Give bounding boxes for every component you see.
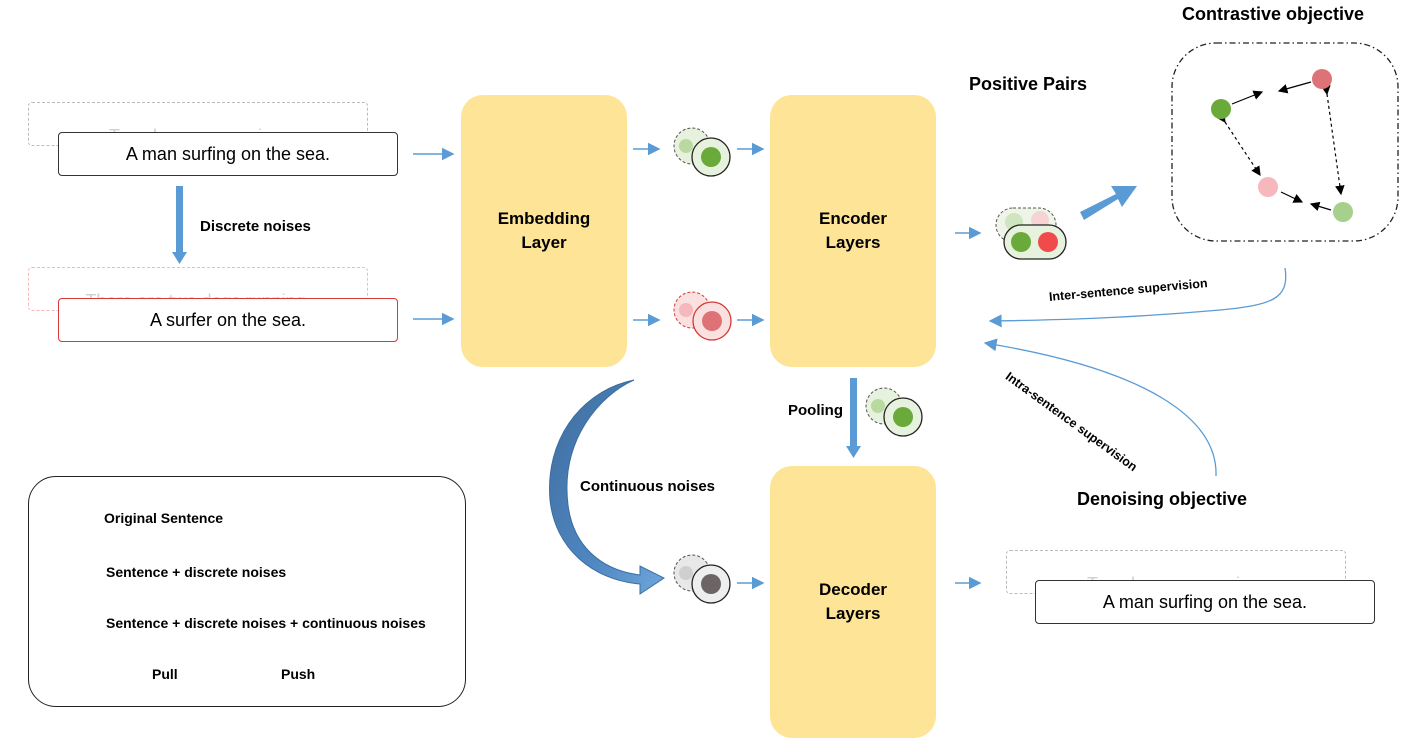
noisy-sentence-text: A surfer on the sea. — [149, 309, 307, 330]
embedding-original-token — [673, 127, 731, 177]
contrastive-objective-label: Contrastive objective — [1182, 4, 1365, 24]
positive-pair-token — [995, 207, 1067, 260]
embedding-layer-label: Embedding Layer — [497, 209, 591, 252]
continuous-noises-arrow — [549, 379, 665, 595]
legend-pull-label: Pull — [152, 666, 178, 682]
encoder-layers-block: Encoder Layers — [770, 95, 936, 367]
contrastive-points — [1211, 69, 1353, 222]
positive-pairs-label: Positive Pairs — [969, 74, 1088, 94]
discrete-noises-arrow — [172, 186, 187, 264]
decoder-layers-label: Decoder Layers — [818, 580, 888, 623]
contrastive-relations — [1216, 81, 1345, 212]
pooled-token — [865, 387, 923, 437]
intra-sentence-arrow — [983, 338, 1217, 477]
noisy-sentence-box: A surfer on the sea. — [58, 298, 398, 342]
to-contrastive-arrow — [1080, 186, 1137, 220]
output-sentence-text: A man surfing on the sea. — [1102, 591, 1308, 612]
continuous-noise-token — [673, 554, 731, 604]
legend-both-label: Sentence + discrete noises + continuous … — [106, 615, 426, 631]
embedding-layer-block: Embedding Layer — [461, 95, 627, 367]
legend-push-label: Push — [281, 666, 316, 682]
pooling-label: Pooling — [788, 402, 843, 419]
denoising-objective-label: Denoising objective — [1077, 489, 1248, 509]
legend-original-label: Original Sentence — [104, 510, 224, 526]
flow-arrows — [413, 142, 982, 590]
discrete-noises-label: Discrete noises — [200, 218, 311, 235]
inter-sentence-arrow — [988, 267, 1287, 328]
output-sentence-box: A man surfing on the sea. — [1035, 580, 1375, 624]
pooling-arrow — [846, 378, 861, 458]
legend-discrete-label: Sentence + discrete noises — [106, 564, 287, 580]
decoder-layers-block: Decoder Layers — [770, 466, 936, 738]
encoder-layers-label: Encoder Layers — [818, 209, 888, 252]
original-sentence-box: A man surfing on the sea. — [58, 132, 398, 176]
contrastive-box — [1171, 42, 1399, 242]
embedding-noisy-token — [673, 291, 732, 341]
legend-box — [28, 476, 466, 707]
continuous-noises-label: Continuous noises — [580, 478, 715, 495]
original-sentence-text: A man surfing on the sea. — [125, 143, 331, 164]
